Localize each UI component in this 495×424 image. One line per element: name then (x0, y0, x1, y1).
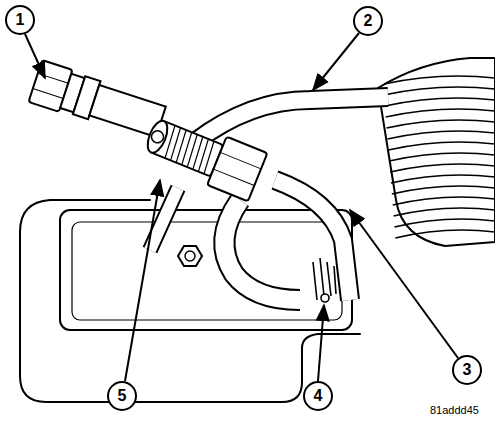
panel-outline (20, 200, 360, 402)
callouts (6, 6, 481, 410)
corrugated-hose (378, 58, 495, 246)
leader-lines (25, 33, 458, 381)
service-valve-cap (29, 60, 168, 143)
callout-number: 3 (463, 362, 472, 378)
figure-code: 81addd45 (430, 405, 479, 416)
callout-number: 1 (16, 12, 25, 28)
panel-recess (60, 210, 352, 330)
panel-recess-inner (72, 222, 342, 320)
callout-number: 4 (314, 388, 323, 404)
mounting-nut (178, 246, 202, 266)
callout-number: 5 (118, 388, 127, 404)
clip (313, 258, 336, 302)
callout-number: 2 (364, 13, 373, 29)
